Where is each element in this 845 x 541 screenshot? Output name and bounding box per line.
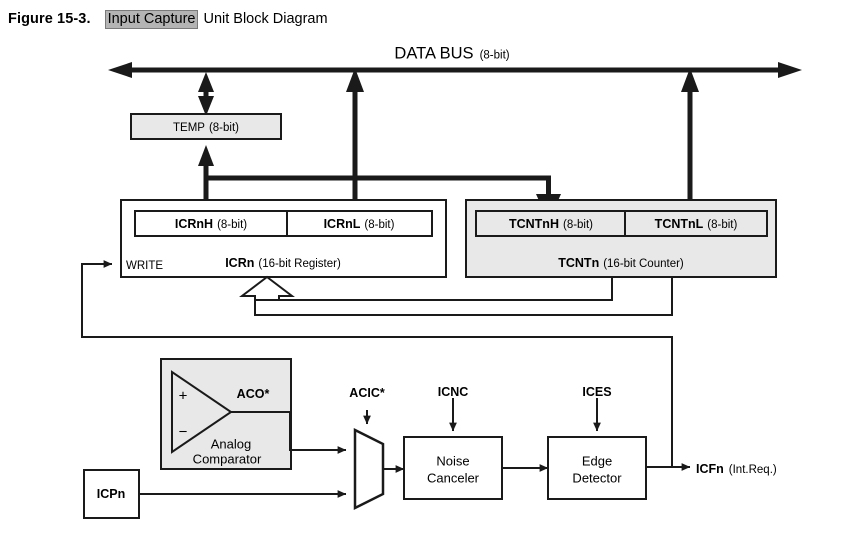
icrn-note: (16-bit Register) — [258, 258, 341, 270]
data-bus-arrow-left — [108, 62, 132, 78]
temp-label: TEMP — [173, 122, 205, 134]
data-bus-arrow-right — [778, 62, 802, 78]
data-bus-width-note: (8-bit) — [479, 49, 510, 62]
comparator-minus-input-label: − — [178, 423, 188, 441]
capture-hollow-arrow — [239, 275, 295, 301]
figure-title-rest: Unit Block Diagram — [203, 11, 328, 27]
icfn-note: (Int.Req.) — [728, 464, 777, 476]
tcntnl-label: TCNTnL — [654, 217, 704, 231]
icrnl-label: ICRnL — [323, 217, 361, 231]
icrnl-width-note: (8-bit) — [364, 219, 395, 231]
edge-detector-label-line2: Detector — [572, 470, 622, 486]
temp-label-group: TEMP(8-bit) — [173, 119, 239, 135]
aco-signal-label: ACO* — [236, 386, 270, 401]
icpn-label: ICPn — [96, 486, 126, 501]
icfn-label: ICFn — [696, 462, 724, 476]
temp-width-note: (8-bit) — [208, 122, 239, 134]
tcntnh-label-group: TCNTnH(8-bit) — [509, 216, 593, 232]
tcntnl-label-group: TCNTnL(8-bit) — [655, 216, 738, 232]
tcntnh-byte-box — [475, 210, 626, 237]
noise-canceler-label-line1: Noise — [436, 453, 470, 469]
comparator-plus-input-label: + — [178, 387, 188, 405]
edge-detector-label-line1: Edge — [581, 453, 613, 469]
input-capture-mux — [353, 427, 385, 511]
write-signal-path — [81, 260, 673, 467]
icrnh-label: ICRnH — [174, 217, 214, 231]
tcntn-container-label-group: TCNTn(16-bit Counter) — [558, 255, 684, 271]
comparator-triangle-symbol — [171, 370, 233, 454]
tcntnl-byte-box — [624, 210, 768, 237]
tcntnh-label: TCNTnH — [508, 217, 559, 231]
capture-transfer-path — [239, 275, 673, 316]
edge-detector-block — [547, 436, 647, 500]
icrnh-width-note: (8-bit) — [217, 219, 248, 231]
figure-title-selected-text[interactable]: Input Capture — [104, 9, 199, 29]
analog-comparator-block — [160, 358, 292, 470]
tcntn-note: (16-bit Counter) — [603, 258, 684, 270]
tcntnl-width-note: (8-bit) — [707, 219, 738, 231]
noise-canceler-label-line2: Canceler — [426, 470, 480, 486]
icrn-label: ICRn — [225, 256, 255, 270]
tcntn-label: TCNTn — [558, 256, 600, 270]
tcntnh-width-note: (8-bit) — [562, 219, 594, 231]
temp-bus-connector — [198, 72, 214, 116]
data-bus — [108, 62, 802, 78]
analog-comparator-label-line2: Comparator — [192, 451, 262, 467]
write-label: WRITE — [126, 257, 163, 273]
figure-number: Figure 15-3. — [8, 11, 91, 27]
noise-canceler-block — [403, 436, 503, 500]
icrnl-label-group: ICRnL(8-bit) — [324, 216, 395, 232]
data-bus-label: DATA BUS — [394, 44, 474, 63]
figure-caption: Figure 15-3. Input Capture Unit Block Di… — [8, 9, 328, 29]
ices-signal-label: ICES — [582, 384, 612, 399]
icfn-label-group: ICFn (Int.Req.) — [696, 461, 777, 477]
icrn-container-label-group: ICRn(16-bit Register) — [225, 255, 341, 271]
icnc-signal-label: ICNC — [437, 384, 469, 399]
temp-register-block — [130, 113, 282, 140]
icrnl-byte-box — [286, 210, 433, 237]
icrnl-bus-connector — [346, 68, 364, 214]
aco-to-mux-path — [231, 411, 347, 454]
analog-comparator-label-line1: Analog — [210, 436, 252, 452]
write-label-text: WRITE — [126, 260, 164, 272]
data-bus-label-group: DATA BUS (8-bit) — [394, 44, 510, 63]
icrnh-label-group: ICRnH(8-bit) — [175, 216, 247, 232]
acic-signal-label: ACIC* — [349, 385, 385, 400]
